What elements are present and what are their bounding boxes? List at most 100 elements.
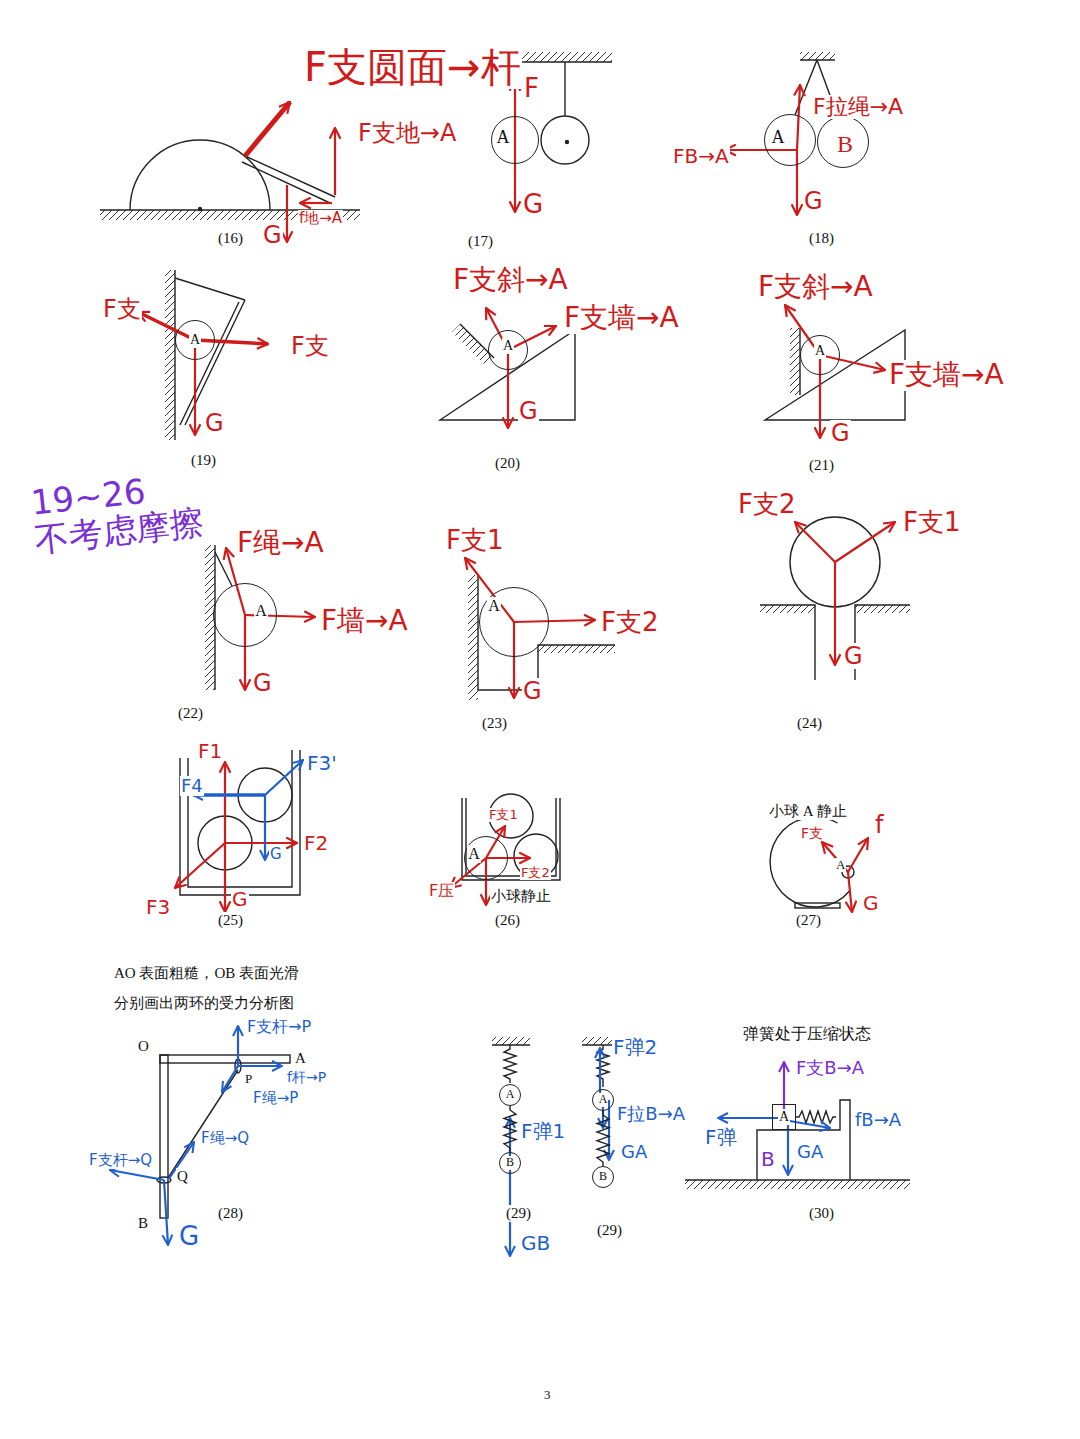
force-label: G — [518, 398, 539, 424]
force-label: F支地→A — [357, 120, 457, 146]
caption-text: (26) — [494, 912, 521, 929]
ball: A — [764, 114, 816, 166]
force-label: G — [803, 188, 824, 214]
caption-text: (23) — [481, 715, 508, 732]
force-label: f杆→P — [286, 1070, 327, 1085]
spring-connector — [597, 1111, 609, 1166]
ball: B — [592, 1166, 614, 1188]
force-label: F支 — [290, 333, 330, 359]
caption-text: (16) — [217, 230, 244, 247]
force-label: F支1 — [902, 508, 962, 537]
ball-letter: B — [598, 1170, 608, 1183]
force-label: F支斜→A — [757, 272, 874, 303]
caption-text: (29) — [596, 1222, 623, 1239]
block: A — [772, 1104, 796, 1130]
caption-text: (20) — [494, 455, 521, 472]
force-label: F绳→P — [252, 1090, 299, 1107]
force-label: F支2 — [520, 866, 551, 880]
caption-text: (17) — [467, 233, 494, 250]
force-label: F拉绳→A — [812, 95, 904, 119]
force-label: G — [862, 892, 880, 914]
force-label: G — [830, 420, 851, 446]
force-label: G — [252, 670, 273, 696]
force-label: G — [231, 888, 249, 910]
force-label: F弹 — [704, 1126, 738, 1148]
force-label: F支杆→Q — [88, 1152, 153, 1169]
force-label: F4 — [180, 776, 204, 796]
spring-connector — [504, 1106, 516, 1152]
force-label: G — [522, 190, 544, 219]
caption-text: (19) — [190, 452, 217, 469]
force-label: G — [178, 1222, 200, 1251]
ball: A — [479, 587, 549, 657]
force-label: F支 — [800, 826, 824, 841]
ball-letter: A — [496, 128, 511, 148]
ball-letter: A — [505, 1088, 516, 1101]
force-label: f地→A — [298, 210, 343, 227]
force-label: GA — [620, 1142, 648, 1162]
ball-letter: A — [502, 338, 514, 353]
caption-text: (18) — [808, 230, 835, 247]
force-label: F — [523, 74, 540, 103]
ball: B — [499, 1152, 521, 1174]
force-label: F支1 — [488, 808, 519, 822]
ball: A — [592, 1089, 614, 1111]
force-label: F支墙→A — [888, 360, 1005, 391]
force-label: F绳→Q — [200, 1130, 250, 1147]
force-label: F支2 — [600, 608, 660, 637]
ball-letter: A — [254, 602, 268, 620]
force-label: F支墙→A — [563, 303, 680, 334]
force-label: F支圆面→杆 — [303, 45, 522, 89]
caption-text: (22) — [177, 705, 204, 722]
caption-text: Q — [176, 1168, 189, 1185]
force-label: G — [522, 678, 543, 704]
caption-text: 弹簧处于压缩状态 — [742, 1025, 872, 1043]
ball-letter: A — [778, 1109, 790, 1124]
force-label: B — [760, 1148, 776, 1170]
force-label: F墙→A — [320, 606, 409, 637]
force-label: F支2 — [737, 490, 797, 519]
caption-text: (28) — [217, 1205, 244, 1222]
force-label: F2 — [303, 832, 329, 854]
force-label: F拉B→A — [616, 1104, 686, 1124]
ball-letter: A — [467, 845, 481, 863]
force-label: f — [874, 812, 884, 838]
caption-text: A — [294, 1050, 307, 1067]
ball-letter: B — [505, 1156, 515, 1169]
force-label: GB — [520, 1232, 551, 1254]
ball: B — [817, 116, 869, 168]
force-label: F1 — [197, 740, 223, 762]
caption-text: 小球静止 — [490, 888, 552, 905]
force-label: F支斜→A — [452, 265, 569, 296]
force-label: F3' — [306, 752, 338, 774]
caption-text: (25) — [217, 912, 244, 929]
ball: A — [800, 335, 840, 375]
force-label: F支B→A — [795, 1058, 865, 1078]
force-label: F支1 — [445, 526, 505, 555]
ball: A — [491, 116, 539, 164]
force-label: G — [843, 643, 864, 669]
caption-text: AO 表面粗糙，OB 表面光滑 — [113, 965, 300, 982]
force-label: F支 — [102, 296, 142, 322]
caption-text: (21) — [808, 457, 835, 474]
ball: A — [213, 583, 277, 647]
ball-letter: B — [836, 131, 854, 157]
ball: A — [499, 1084, 521, 1106]
caption-text: (27) — [795, 912, 822, 929]
force-label: G — [262, 222, 283, 248]
caption-text: 小球 A 静止 — [768, 803, 848, 820]
caption-text: B — [137, 1215, 149, 1232]
force-label: fB→A — [854, 1110, 902, 1130]
ball-letter: A — [814, 343, 826, 358]
ball-letter: A — [598, 1093, 609, 1106]
ball-letter: A — [189, 332, 201, 347]
caption-text: A — [835, 858, 846, 872]
ball: A — [464, 836, 508, 880]
caption-text: 分别画出两环的受力分析图 — [113, 995, 295, 1012]
ball: A — [488, 330, 528, 370]
force-label: F支杆→P — [246, 1018, 312, 1036]
force-label: F绳→A — [236, 528, 325, 559]
force-label: G — [269, 846, 283, 863]
ball: A — [175, 320, 215, 360]
